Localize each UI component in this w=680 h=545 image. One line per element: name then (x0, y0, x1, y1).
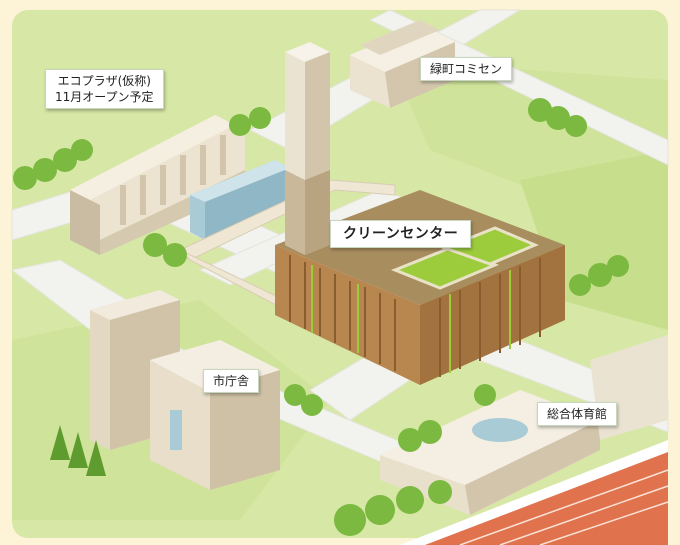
ecoplaza-label-line2: 11月オープン予定 (55, 90, 154, 104)
glass-annex (190, 160, 290, 240)
midoricho-label: 緑町コミセン (420, 57, 513, 81)
city-hall-label: 市庁舎 (203, 369, 260, 393)
ecoplaza-label-line1: エコプラザ(仮称) (57, 74, 151, 88)
clean-center-label: クリーンセンター (330, 220, 472, 248)
ecoplaza-building (70, 115, 245, 255)
ecoplaza-label: エコプラザ(仮称) 11月オープン予定 (45, 69, 164, 109)
rooftop-garden (440, 226, 539, 266)
running-track (400, 440, 669, 545)
trees (13, 98, 629, 536)
gym-label: 総合体育館 (537, 402, 618, 426)
chimney-tower (285, 42, 330, 255)
